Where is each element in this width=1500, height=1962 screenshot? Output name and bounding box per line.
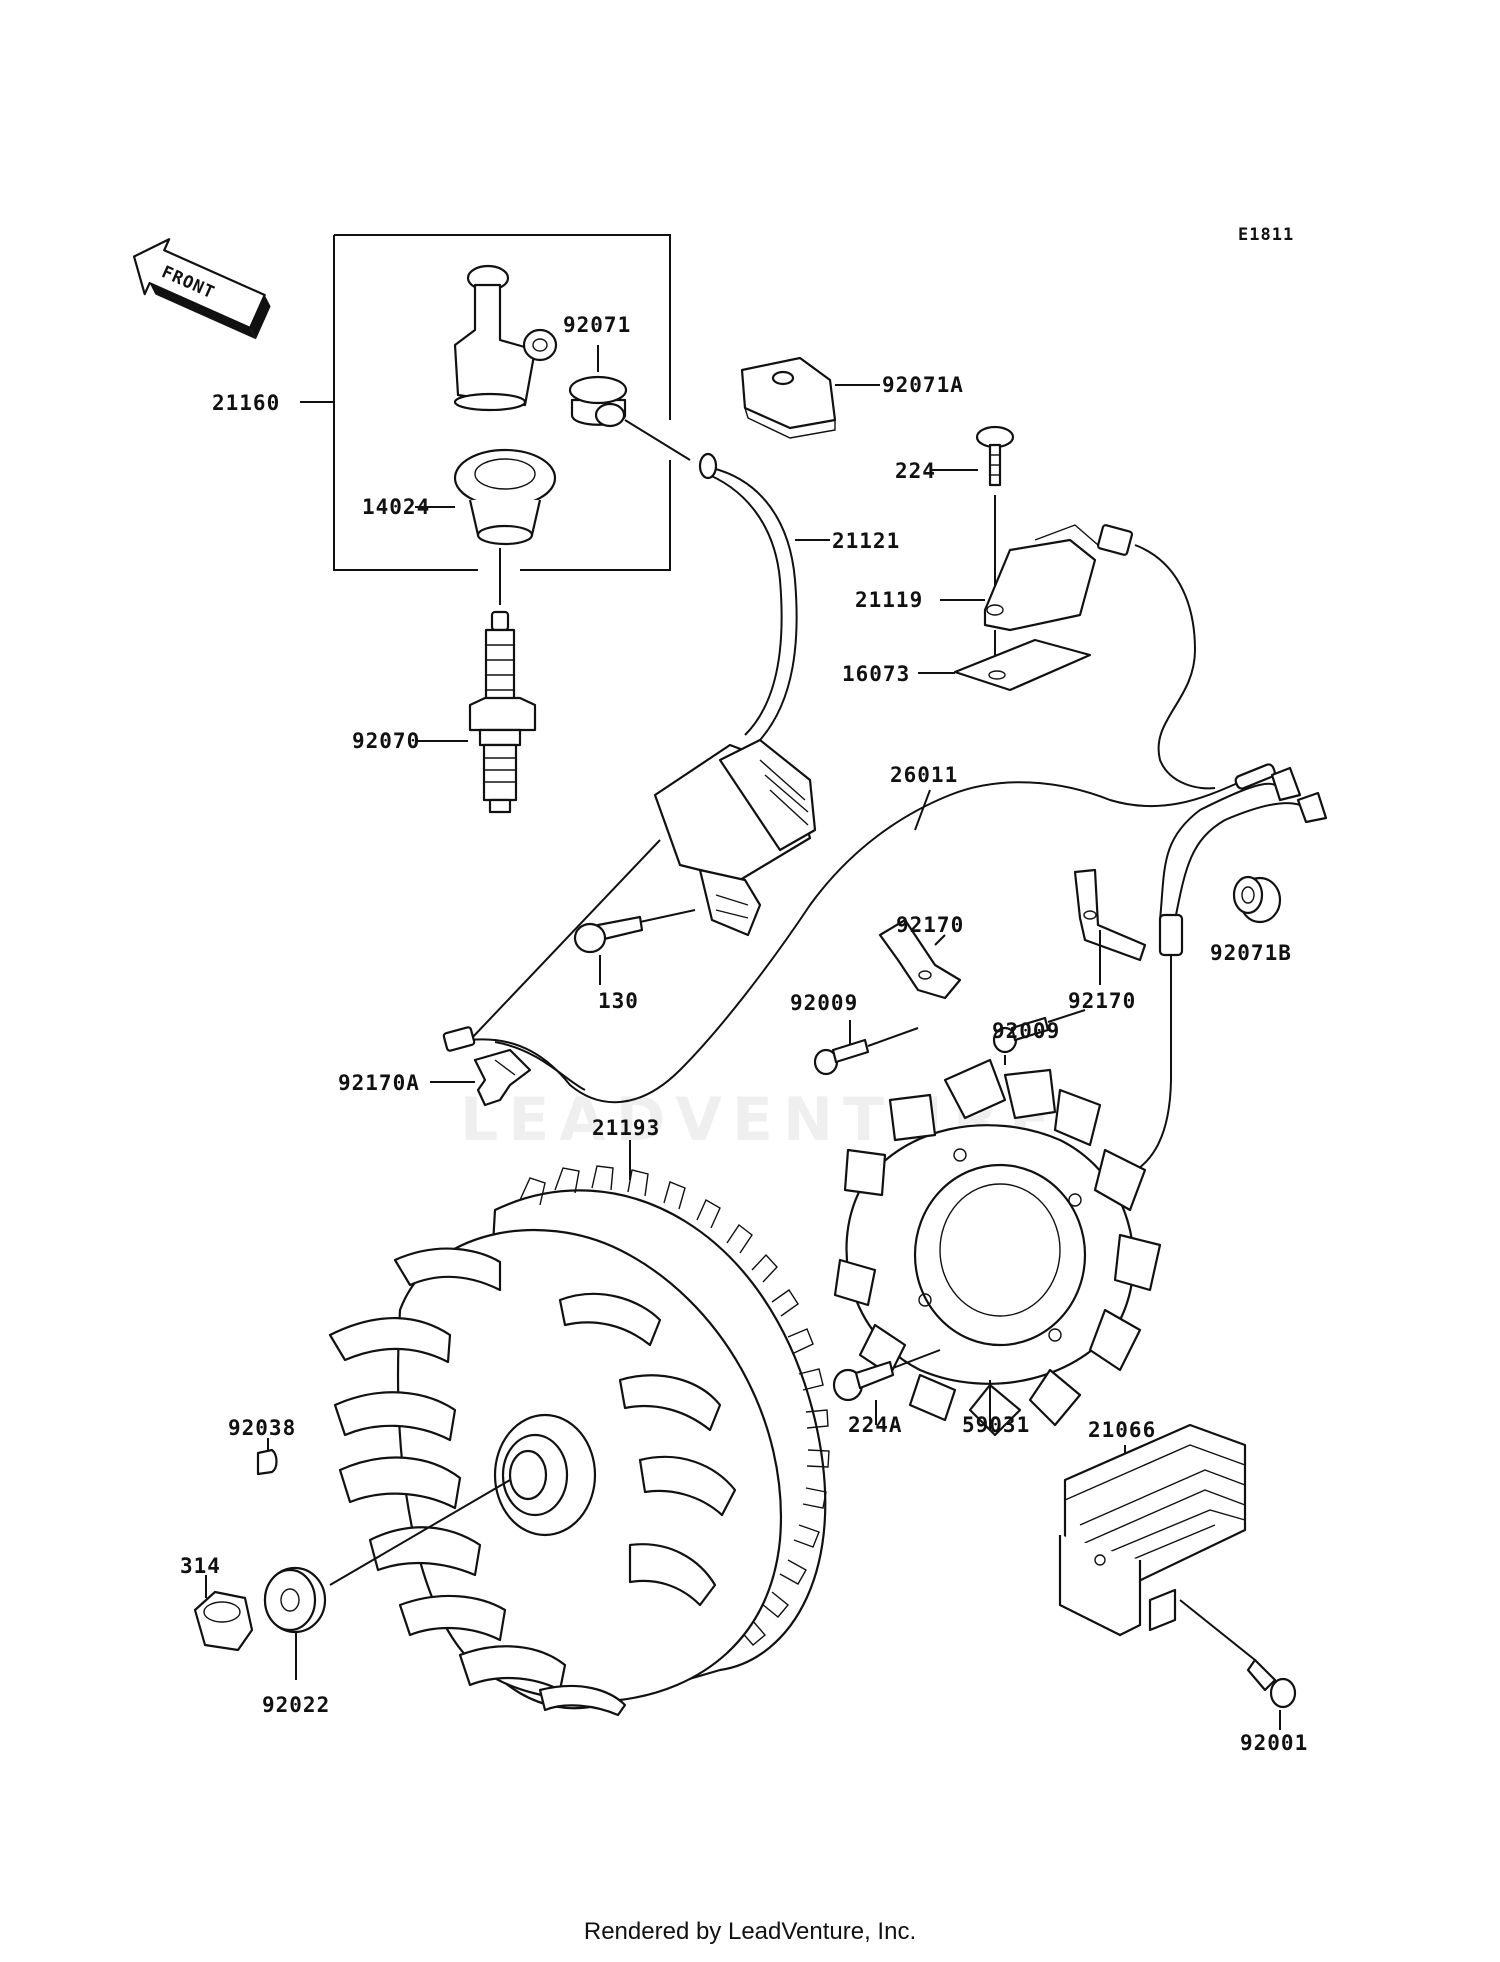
label-224: 224: [895, 459, 936, 483]
seal-92071: [568, 345, 628, 428]
igniter-21119: [918, 425, 1099, 692]
label-21119: 21119: [855, 588, 923, 612]
label-21121: 21121: [832, 529, 900, 553]
label-16073: 16073: [842, 662, 910, 686]
clamp-92170-right: [1073, 868, 1147, 985]
label-314: 314: [180, 1554, 221, 1578]
label-224A: 224A: [848, 1413, 903, 1437]
plug-cap: [453, 264, 558, 412]
spark-plug-92070: [415, 548, 537, 814]
regulator-21066: [1058, 1423, 1256, 1661]
bolt-92001: [1246, 1658, 1297, 1730]
key-92038: [256, 1438, 278, 1476]
flywheel-21193: [328, 1140, 830, 1717]
wire-harness-26011: [442, 524, 1328, 1181]
label-92001: 92001: [1240, 1731, 1308, 1755]
label-92170-upper: 92170: [896, 913, 964, 937]
diagram-code: E1811: [1238, 225, 1294, 245]
clamp-92170-left: [878, 918, 962, 1000]
washer-92022: [263, 1566, 327, 1680]
label-92038: 92038: [228, 1416, 296, 1440]
label-92070: 92070: [352, 729, 420, 753]
label-92071B: 92071B: [1210, 941, 1292, 965]
label-21193: 21193: [592, 1116, 660, 1140]
ignition-coil: [469, 419, 830, 1041]
leader-lines: [300, 401, 950, 471]
label-14024: 14024: [362, 495, 430, 519]
label-21160: 21160: [212, 391, 280, 415]
front-arrow-icon: FRONT: [132, 238, 271, 340]
clip-92170A: [430, 1048, 532, 1107]
stator-59031: [833, 1058, 1162, 1437]
grommet-92071A: [740, 356, 880, 439]
label-92071: 92071: [563, 313, 631, 337]
cover-14024: [415, 448, 557, 546]
label-26011: 26011: [890, 763, 958, 787]
label-59031: 59031: [962, 1413, 1030, 1437]
footer-credit: Rendered by LeadVenture, Inc.: [583, 1918, 917, 1945]
label-92170A: 92170A: [338, 1071, 420, 1095]
bolt-224A: [832, 1349, 941, 1425]
kit-box: [333, 234, 671, 571]
label-92170-lower: 92170: [1068, 989, 1136, 1013]
label-92071A: 92071A: [882, 373, 964, 397]
label-92009-right: 92009: [992, 1019, 1060, 1043]
label-21066: 21066: [1088, 1418, 1156, 1442]
part-labels: 21160 92071 92071A 14024 224 21121 21119…: [180, 313, 1308, 1755]
bolt-92009-left: [813, 1020, 919, 1076]
label-92009-left: 92009: [790, 991, 858, 1015]
nut-314: [193, 1575, 254, 1652]
label-130: 130: [598, 989, 639, 1013]
bolt-130: [573, 909, 696, 985]
grommet-92071B: [1232, 875, 1282, 924]
label-92022: 92022: [262, 1693, 330, 1717]
bolt-92009-right: [992, 1009, 1086, 1065]
